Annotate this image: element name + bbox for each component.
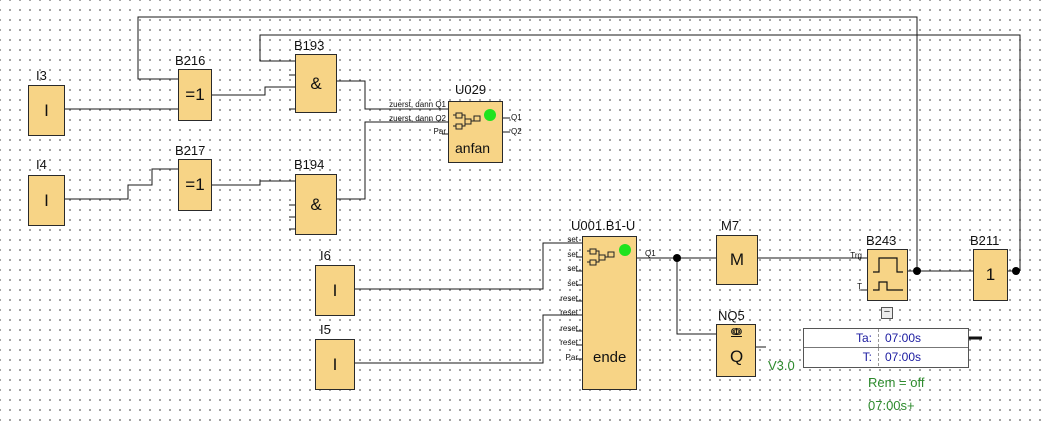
wire [289, 204, 295, 230]
i4-symbol: I [44, 190, 49, 210]
param-key: T: [862, 350, 872, 364]
b243-input-trg: Trg [850, 251, 862, 260]
wire [212, 86, 295, 96]
udf-u029-block[interactable]: anfan [448, 101, 503, 163]
b193-label: B193 [294, 38, 325, 53]
total-time-label: 07:00s+ [868, 398, 915, 413]
u001-input-set-2: set [567, 250, 578, 259]
wire [355, 242, 582, 290]
wire [259, 34, 1021, 271]
param-value: 07:00s [878, 329, 958, 347]
input-i6-block[interactable]: I [315, 265, 355, 316]
input-i4-block[interactable]: I [28, 175, 65, 226]
b217-symbol: =1 [185, 175, 205, 194]
b194-label: B194 [294, 157, 325, 172]
wire [137, 16, 918, 271]
i5-label: I5 [320, 322, 331, 337]
u029-output-q2: Q2 [511, 127, 522, 136]
param-value: 07:00s [878, 348, 958, 366]
nq5-label: NQ5 [718, 308, 745, 323]
param-row-ta: Ta: 07:00s [804, 329, 968, 347]
function-block-icon [453, 112, 481, 130]
wire [355, 314, 582, 364]
wire [337, 80, 448, 110]
remanence-label: Rem = off [868, 375, 925, 390]
xor-b216-block[interactable]: =1 [178, 69, 212, 121]
input-i3-block[interactable]: I [28, 85, 65, 136]
u001-input-par: Par [565, 353, 578, 362]
output-nq5-block[interactable]: ↈ Q [716, 324, 756, 377]
param-key: Ta: [855, 331, 872, 345]
b243-input-t: T [857, 282, 862, 291]
version-label: V3.0 [768, 358, 795, 373]
b217-label: B217 [175, 143, 206, 158]
b211-label: B211 [970, 233, 1000, 248]
u029-output-q1: Q1 [511, 113, 522, 122]
or-b211-block[interactable]: 1 [973, 249, 1008, 301]
wire [337, 121, 448, 200]
u029-input-2: zuerst, dann Q2 [389, 114, 446, 123]
collapse-params-icon[interactable]: − [881, 307, 893, 319]
wire-junction [1012, 267, 1020, 275]
i3-symbol: I [44, 100, 49, 120]
wire [676, 258, 716, 335]
u001-input-reset-4: reset [560, 338, 578, 347]
b211-symbol: 1 [985, 265, 996, 284]
u001-input-reset-1: reset [560, 294, 578, 303]
u001-input-reset-2: reset [560, 308, 578, 317]
wire [65, 168, 178, 200]
udf-u001-block[interactable]: ende [582, 236, 637, 390]
wire-junction [673, 254, 681, 262]
wire-junction [913, 267, 921, 275]
function-block-icon [587, 248, 615, 266]
status-led-indicator [484, 109, 496, 121]
i5-symbol: I [332, 354, 338, 374]
u001-input-set-1: set [567, 235, 578, 244]
b216-label: B216 [175, 53, 206, 68]
i3-label: I3 [36, 68, 47, 83]
i6-symbol: I [332, 280, 338, 300]
status-led-indicator [619, 244, 631, 256]
and-b194-block[interactable]: & [295, 174, 337, 235]
u001-caption: ende [593, 349, 627, 366]
m7-symbol: M [729, 250, 745, 269]
i6-label: I6 [320, 248, 331, 263]
b216-symbol: =1 [185, 85, 205, 104]
flag-m7-block[interactable]: M [716, 235, 758, 285]
i4-label: I4 [36, 157, 47, 172]
b193-symbol: & [310, 73, 322, 93]
output-marker-icon: ↈ [731, 327, 742, 338]
param-row-t: T: 07:00s [804, 347, 968, 366]
wire [576, 256, 582, 286]
input-i5-block[interactable]: I [315, 339, 355, 390]
u001-input-reset-3: reset [560, 324, 578, 333]
and-b193-block[interactable]: & [295, 54, 337, 113]
u001-label: U001.B1-U [571, 218, 636, 233]
u029-input-par: Par [433, 127, 446, 136]
wire [212, 180, 295, 186]
b194-symbol: & [310, 194, 322, 214]
u001-input-set-4: set [567, 279, 578, 288]
pulse-timer-icon [873, 257, 903, 291]
timer-param-box[interactable]: Ta: 07:00s T: 07:00s [803, 328, 969, 368]
nq5-symbol: Q [730, 347, 744, 366]
b243-label: B243 [866, 233, 897, 248]
u029-input-1: zuerst, dann Q1 [389, 100, 446, 109]
wire [576, 300, 582, 360]
u029-caption: anfan [455, 140, 491, 156]
m7-label: M7 [721, 218, 740, 233]
xor-b217-block[interactable]: =1 [178, 159, 212, 211]
wire [442, 117, 510, 135]
timer-b243-block[interactable] [867, 249, 908, 301]
u001-output-q1: Q1 [645, 249, 656, 258]
u001-input-set-3: set [567, 264, 578, 273]
u029-label: U029 [455, 82, 487, 97]
